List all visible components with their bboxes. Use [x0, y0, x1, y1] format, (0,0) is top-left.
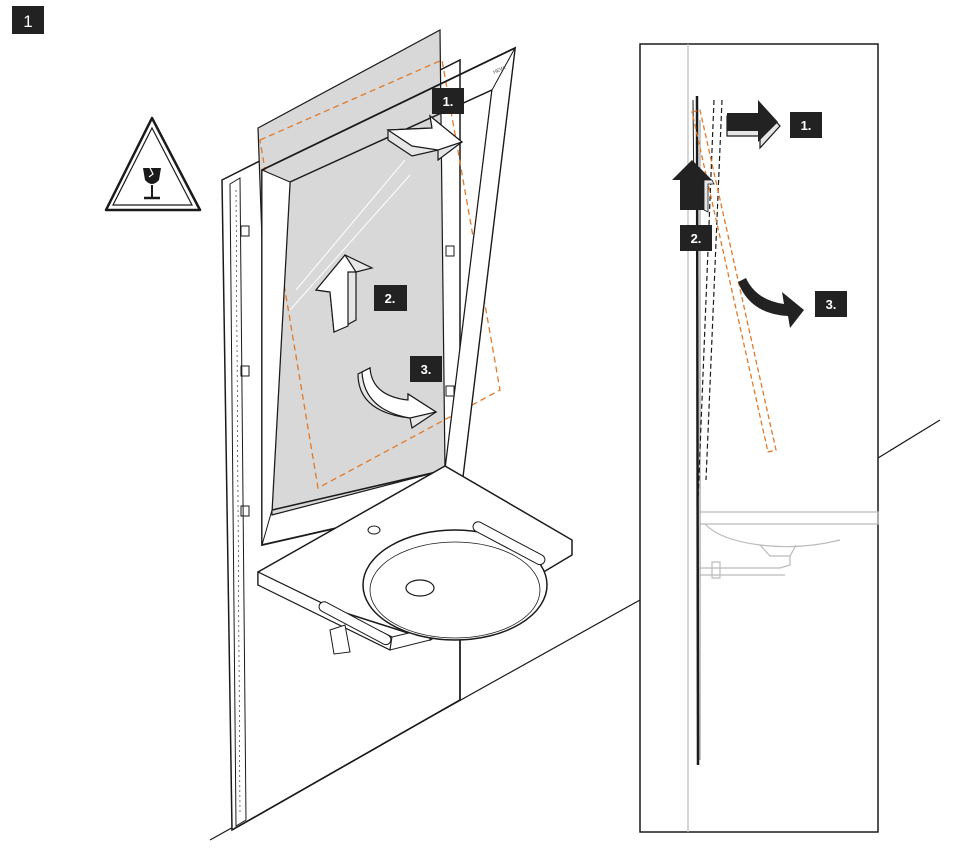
svg-text:1.: 1. — [801, 118, 812, 133]
side-target-position-guide — [691, 109, 777, 453]
main-step-3-arrow — [357, 367, 438, 429]
svg-text:1.: 1. — [443, 94, 454, 109]
fragile-glass-icon — [104, 116, 202, 212]
side-basin-silhouette — [700, 511, 879, 579]
side-step-1-arrow — [726, 100, 781, 150]
side-step-2-arrow — [672, 160, 715, 213]
washbasin — [257, 465, 573, 655]
side-view: 1. 2. 3. — [639, 43, 941, 833]
side-step-2-label: 2. — [680, 225, 712, 251]
main-step-3-label: 3. — [410, 356, 442, 382]
target-position-guide — [259, 59, 501, 490]
figure-number: 1 — [23, 12, 32, 31]
brand-label: HEWI — [492, 65, 506, 76]
svg-text:2.: 2. — [691, 231, 702, 246]
mirror-frame: HEWI — [261, 46, 517, 547]
main-step-1-arrow — [386, 114, 464, 162]
svg-text:3.: 3. — [421, 362, 432, 377]
main-step-2-arrow — [314, 253, 374, 333]
main-view: HEWI — [209, 29, 641, 841]
svg-text:2.: 2. — [385, 291, 396, 306]
side-view-frame — [639, 43, 879, 833]
svg-text:3.: 3. — [826, 297, 837, 312]
side-step-3-label: 3. — [815, 291, 847, 317]
main-step-1-label: 1. — [432, 88, 464, 114]
figure-number-badge: 1 — [12, 6, 44, 34]
side-step-1-label: 1. — [790, 112, 822, 138]
main-step-2-label: 2. — [374, 285, 407, 311]
side-step-3-arrow — [738, 278, 804, 328]
